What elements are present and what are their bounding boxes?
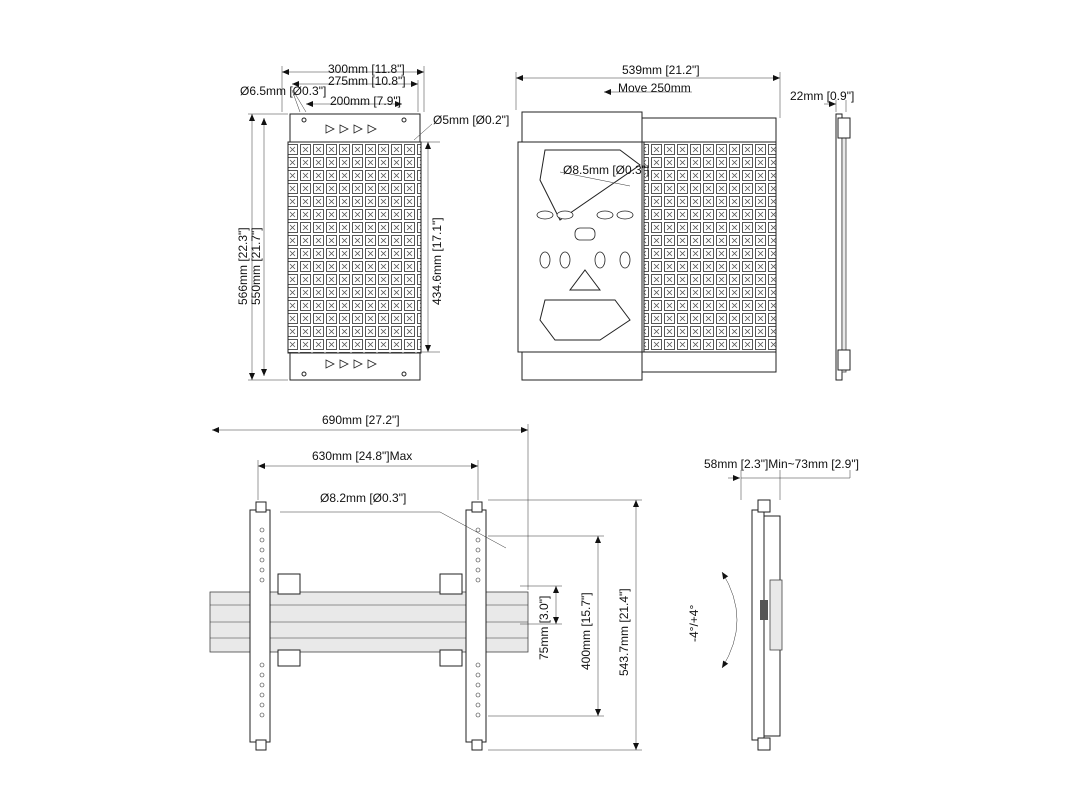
tilt-dim-depth-range: 58mm [2.3"]Min~73mm [2.9"] <box>704 457 859 471</box>
extended-view: 539mm [21.2"] Move 250mm Ø8.5mm [Ø0.3"] <box>515 63 781 381</box>
rail-view: 690mm [27.2"] 630mm [24.8"]Max Ø8.2mm [Ø… <box>209 413 642 751</box>
bracket-arrow-icons <box>325 124 377 369</box>
side-dim-depth: 22mm [0.9"] <box>790 89 854 103</box>
tilt-dim-angle: -4°/+4° <box>687 605 701 642</box>
dim-height-inner: 550mm [21.7"] <box>249 227 263 305</box>
ext-mesh-plate <box>643 141 777 353</box>
rail-dim-75: 75mm [3.0"] <box>537 596 551 660</box>
rail-clamp <box>277 573 301 595</box>
rail-dim-543: 543.7mm [21.4"] <box>617 588 631 676</box>
front-view: 300mm [11.8"] 275mm [10.8"] Ø6.5mm [Ø0.3… <box>236 62 509 381</box>
rail-dim-hole-dia: Ø8.2mm [Ø0.3"] <box>320 491 406 505</box>
tilt-view: 58mm [2.3"]Min~73mm [2.9"] -4°/+4° <box>687 457 859 751</box>
ext-dim-hole-dia: Ø8.5mm [Ø0.3"] <box>563 163 649 177</box>
dim-hole-dia: Ø6.5mm [Ø0.3"] <box>240 84 326 98</box>
rail-dim-max-width: 630mm [24.8"]Max <box>312 449 412 463</box>
rail-dim-total-width: 690mm [27.2"] <box>322 413 400 427</box>
ext-dim-move: Move 250mm <box>618 81 691 95</box>
dim-width-outer: 300mm [11.8"] <box>328 62 405 76</box>
dim-width-holes: 275mm [10.8"] <box>328 74 406 88</box>
dim-height-outer: 566mm [22.3"] <box>236 227 250 305</box>
dim-height-plate: 434.6mm [17.1"] <box>430 217 444 305</box>
dim-small-hole: Ø5mm [Ø0.2"] <box>433 113 509 127</box>
rail-dim-400: 400mm [15.7"] <box>579 592 593 670</box>
ext-dim-width: 539mm [21.2"] <box>622 63 700 77</box>
side-view-top: 22mm [0.9"] <box>790 89 854 381</box>
mesh-plate <box>287 141 422 354</box>
ext-bottom-bracket <box>521 351 643 381</box>
dim-width-inner: 200mm [7.9"] <box>330 94 401 108</box>
right-vertical-arm <box>465 509 487 743</box>
left-vertical-arm <box>249 509 271 743</box>
ext-top-bracket <box>521 111 643 143</box>
